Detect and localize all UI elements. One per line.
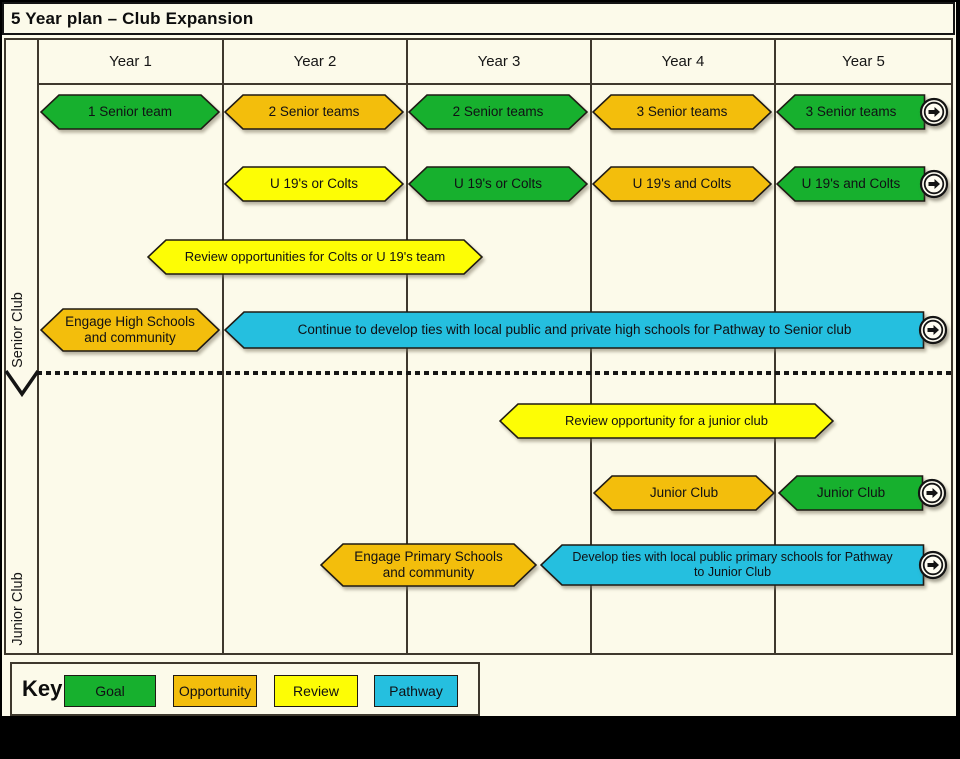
grid-line-vertical: [222, 40, 224, 653]
banner-pathway: Continue to develop ties with local publ…: [224, 311, 925, 349]
banner-goal: U 19's or Colts: [408, 166, 588, 202]
page-title: 5 Year plan – Club Expansion: [11, 8, 254, 28]
banner-goal: 2 Senior teams: [408, 94, 588, 130]
banner-goal: U 19's and Colts: [776, 166, 926, 202]
title-bar: 5 Year plan – Club Expansion: [2, 2, 955, 35]
banner-label: 2 Senior teams: [452, 103, 544, 119]
banner-opportunity: U 19's and Colts: [592, 166, 772, 202]
year-header-4: Year 4: [661, 53, 705, 70]
banner-label: Junior Club: [816, 484, 886, 500]
banner-label: U 19's and Colts: [801, 175, 901, 191]
year-header-5: Year 5: [842, 53, 885, 70]
continue-arrow-icon: [919, 97, 949, 127]
key-item-goal: Goal: [64, 675, 156, 707]
banner-label: Engage Primary Schools and community: [354, 548, 503, 580]
banner-label: Engage High Schools and community: [65, 313, 195, 345]
banner-label: 2 Senior teams: [268, 103, 360, 119]
banner-shape: [499, 403, 834, 439]
banner-shape: [776, 94, 926, 130]
banner-shape: [224, 311, 925, 349]
banner-opportunity: 3 Senior teams: [592, 94, 772, 130]
banner-label: 1 Senior team: [87, 103, 173, 119]
banner-shape: [408, 166, 588, 202]
slide-frame: 5 Year plan – Club Expansion Year 1 Year…: [2, 2, 956, 716]
banner-label: Review opportunities for Colts or U 19's…: [184, 249, 446, 265]
continue-arrow-icon: [919, 169, 949, 199]
banner-label: U 19's or Colts: [269, 175, 359, 191]
banner-opportunity: Engage High Schools and community: [40, 308, 220, 352]
banner-shape: [592, 94, 772, 130]
banner-opportunity: Engage Primary Schools and community: [320, 543, 537, 587]
banner-label: Junior Club: [649, 484, 719, 500]
banner-opportunity: Junior Club: [593, 475, 775, 511]
grid-line-vertical: [37, 40, 39, 653]
key-item-pathway: Pathway: [374, 675, 458, 707]
header-divider: [37, 83, 951, 85]
key-title: Key: [22, 676, 63, 701]
banner-label: Develop ties with local public primary s…: [572, 549, 893, 579]
year-header-1: Year 1: [109, 53, 152, 70]
banner-shape: [540, 544, 925, 586]
banner-goal: 3 Senior teams: [776, 94, 926, 130]
banner-shape: [776, 166, 926, 202]
banner-shape: [224, 166, 404, 202]
banner-shape: [778, 475, 924, 511]
key-item-opportunity: Opportunity: [173, 675, 257, 707]
banner-label: Continue to develop ties with local publ…: [297, 321, 852, 337]
year-header-2: Year 2: [293, 53, 337, 70]
banner-shape: [408, 94, 588, 130]
banner-review: Review opportunity for a junior club: [499, 403, 834, 439]
banner-shape: [40, 94, 220, 130]
key-item-review: Review: [274, 675, 358, 707]
section-label-senior-club: Senior Club: [10, 292, 26, 368]
banner-label: 3 Senior teams: [805, 103, 897, 119]
banner-review: U 19's or Colts: [224, 166, 404, 202]
banner-pathway: Develop ties with local public primary s…: [540, 544, 925, 586]
banner-shape: [40, 308, 220, 352]
banner-shape: [320, 543, 537, 587]
chevron-down-icon: [4, 370, 40, 398]
banner-goal: 1 Senior team: [40, 94, 220, 130]
banner-opportunity: 2 Senior teams: [224, 94, 404, 130]
continue-arrow-icon: [918, 550, 948, 580]
banner-label: U 19's and Colts: [632, 175, 732, 191]
banner-label: Review opportunity for a junior club: [564, 413, 769, 429]
banner-shape: [592, 166, 772, 202]
banner-goal: Junior Club: [778, 475, 924, 511]
banner-label: 3 Senior teams: [636, 103, 728, 119]
section-divider-dashed-line: [37, 371, 951, 375]
banner-shape: [224, 94, 404, 130]
banner-shape: [147, 239, 483, 275]
continue-arrow-icon: [918, 315, 948, 345]
plan-table: Year 1 Year 2 Year 3 Year 4 Year 5 Senio…: [4, 38, 953, 655]
continue-arrow-icon: [917, 478, 947, 508]
key-legend: Key Goal Opportunity Review Pathway: [10, 662, 480, 716]
banner-shape: [593, 475, 775, 511]
banner-review: Review opportunities for Colts or U 19's…: [147, 239, 483, 275]
banner-label: U 19's or Colts: [453, 175, 543, 191]
year-header-3: Year 3: [477, 53, 521, 70]
